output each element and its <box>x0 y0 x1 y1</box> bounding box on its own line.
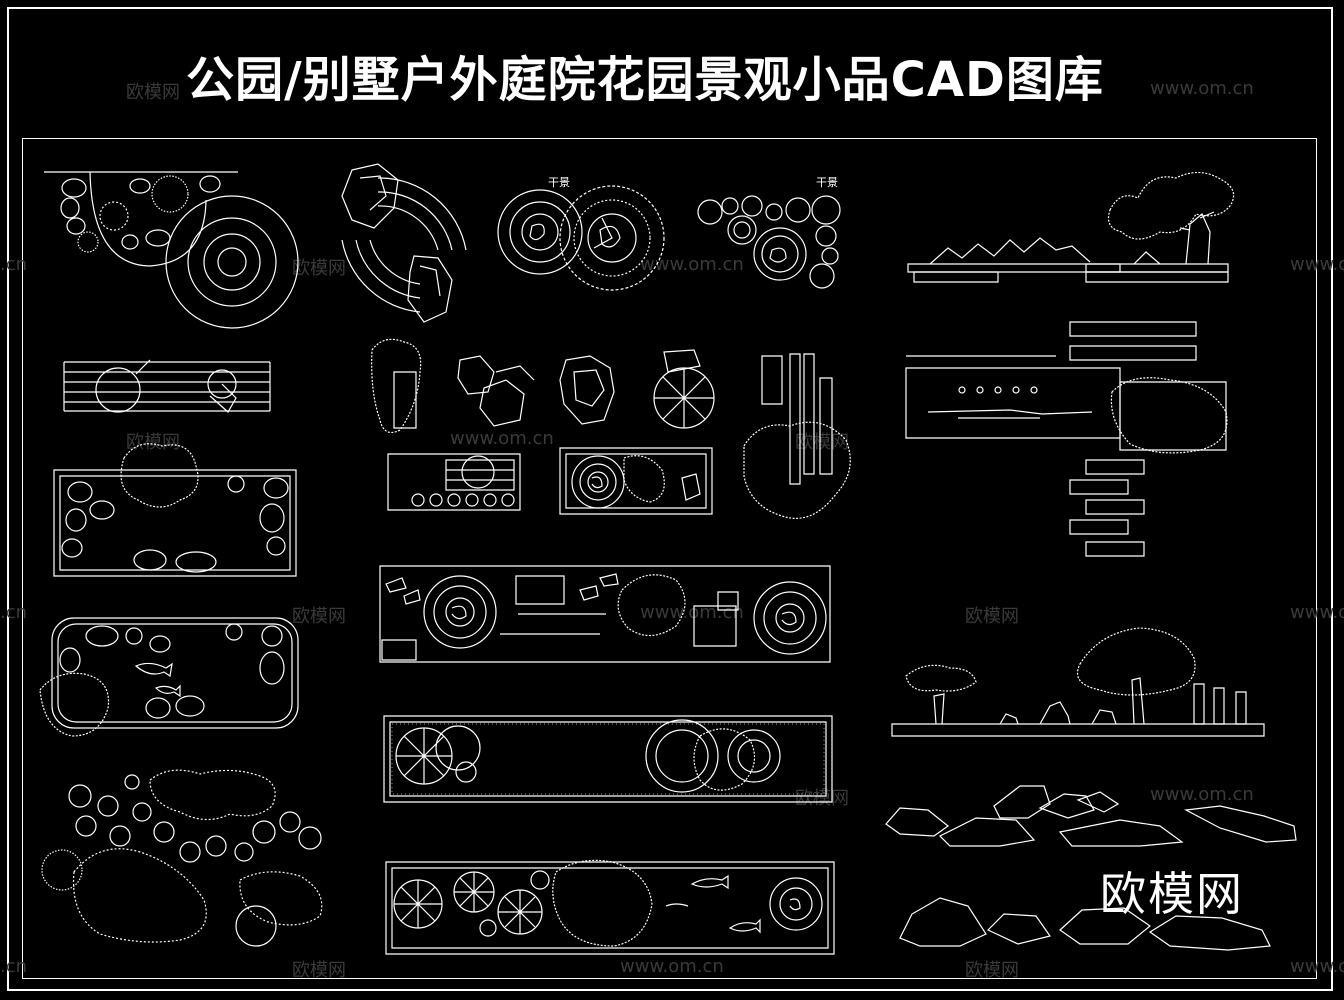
watermark-url: www.om.cn <box>1290 956 1344 977</box>
watermark-text: 欧模网 <box>795 788 849 809</box>
rock-bonsai-group <box>458 350 714 428</box>
koi-pond-plan <box>40 618 298 736</box>
watermark-url: www.om.cn <box>1150 784 1254 805</box>
screen-bars-plan <box>744 354 850 518</box>
watermark-url: www.om.cn <box>620 956 724 977</box>
watermark-url: www.om.cn <box>1290 602 1344 623</box>
zen-spiral-garden-plan <box>560 448 712 514</box>
gravel-strip-plan <box>384 716 832 802</box>
deck-planters-plan <box>64 360 270 412</box>
watermark-url: .cn <box>0 254 28 275</box>
watermark-url: www.om.cn <box>1150 78 1254 99</box>
rock-elevations <box>886 786 1296 950</box>
watermark-url: .cn <box>0 956 28 977</box>
label-dry-landscape: 干景 <box>548 176 570 189</box>
watermark-text: 欧模网 <box>292 960 346 981</box>
garden-courtyard-plan-1 <box>54 444 296 576</box>
watermark-text: 欧模网 <box>292 258 346 279</box>
stepping-stone-plan <box>42 770 322 946</box>
watermark-text: 欧模网 <box>965 606 1019 627</box>
dry-landscape-plan-1 <box>498 186 664 290</box>
long-dry-landscape-plan <box>380 566 830 662</box>
circular-garden-plan <box>44 172 298 328</box>
tree-pillar-elevation <box>892 628 1264 736</box>
page-title: 公园/别墅户外庭院花园景观小品CAD图库 <box>186 52 1104 108</box>
watermark-url: .cn <box>0 602 28 623</box>
watermark-text: 欧模网 <box>126 432 180 453</box>
watermark-text: 欧模网 <box>292 606 346 627</box>
dry-landscape-plan-2 <box>698 196 840 288</box>
drawing-frame <box>22 138 1317 979</box>
rock-rings-plan <box>342 164 466 322</box>
outer-frame <box>7 7 1333 991</box>
planter-bench-plan <box>372 339 520 510</box>
watermark-text: 欧模网 <box>965 960 1019 981</box>
watermark-text: 欧模网 <box>126 82 180 103</box>
brand-logo-text: 欧模网 <box>1100 867 1244 921</box>
planting-strip-plan <box>386 860 834 954</box>
label-dry-landscape: 干景 <box>816 176 838 189</box>
watermark-url: www.om.cn <box>1290 254 1344 275</box>
watermark-url: www.om.cn <box>450 428 554 449</box>
watermark-url: www.om.cn <box>640 254 744 275</box>
rockery-pine-elevation <box>908 172 1234 282</box>
watermark-text: 欧模网 <box>795 432 849 453</box>
wall-feature-plan <box>906 322 1227 556</box>
